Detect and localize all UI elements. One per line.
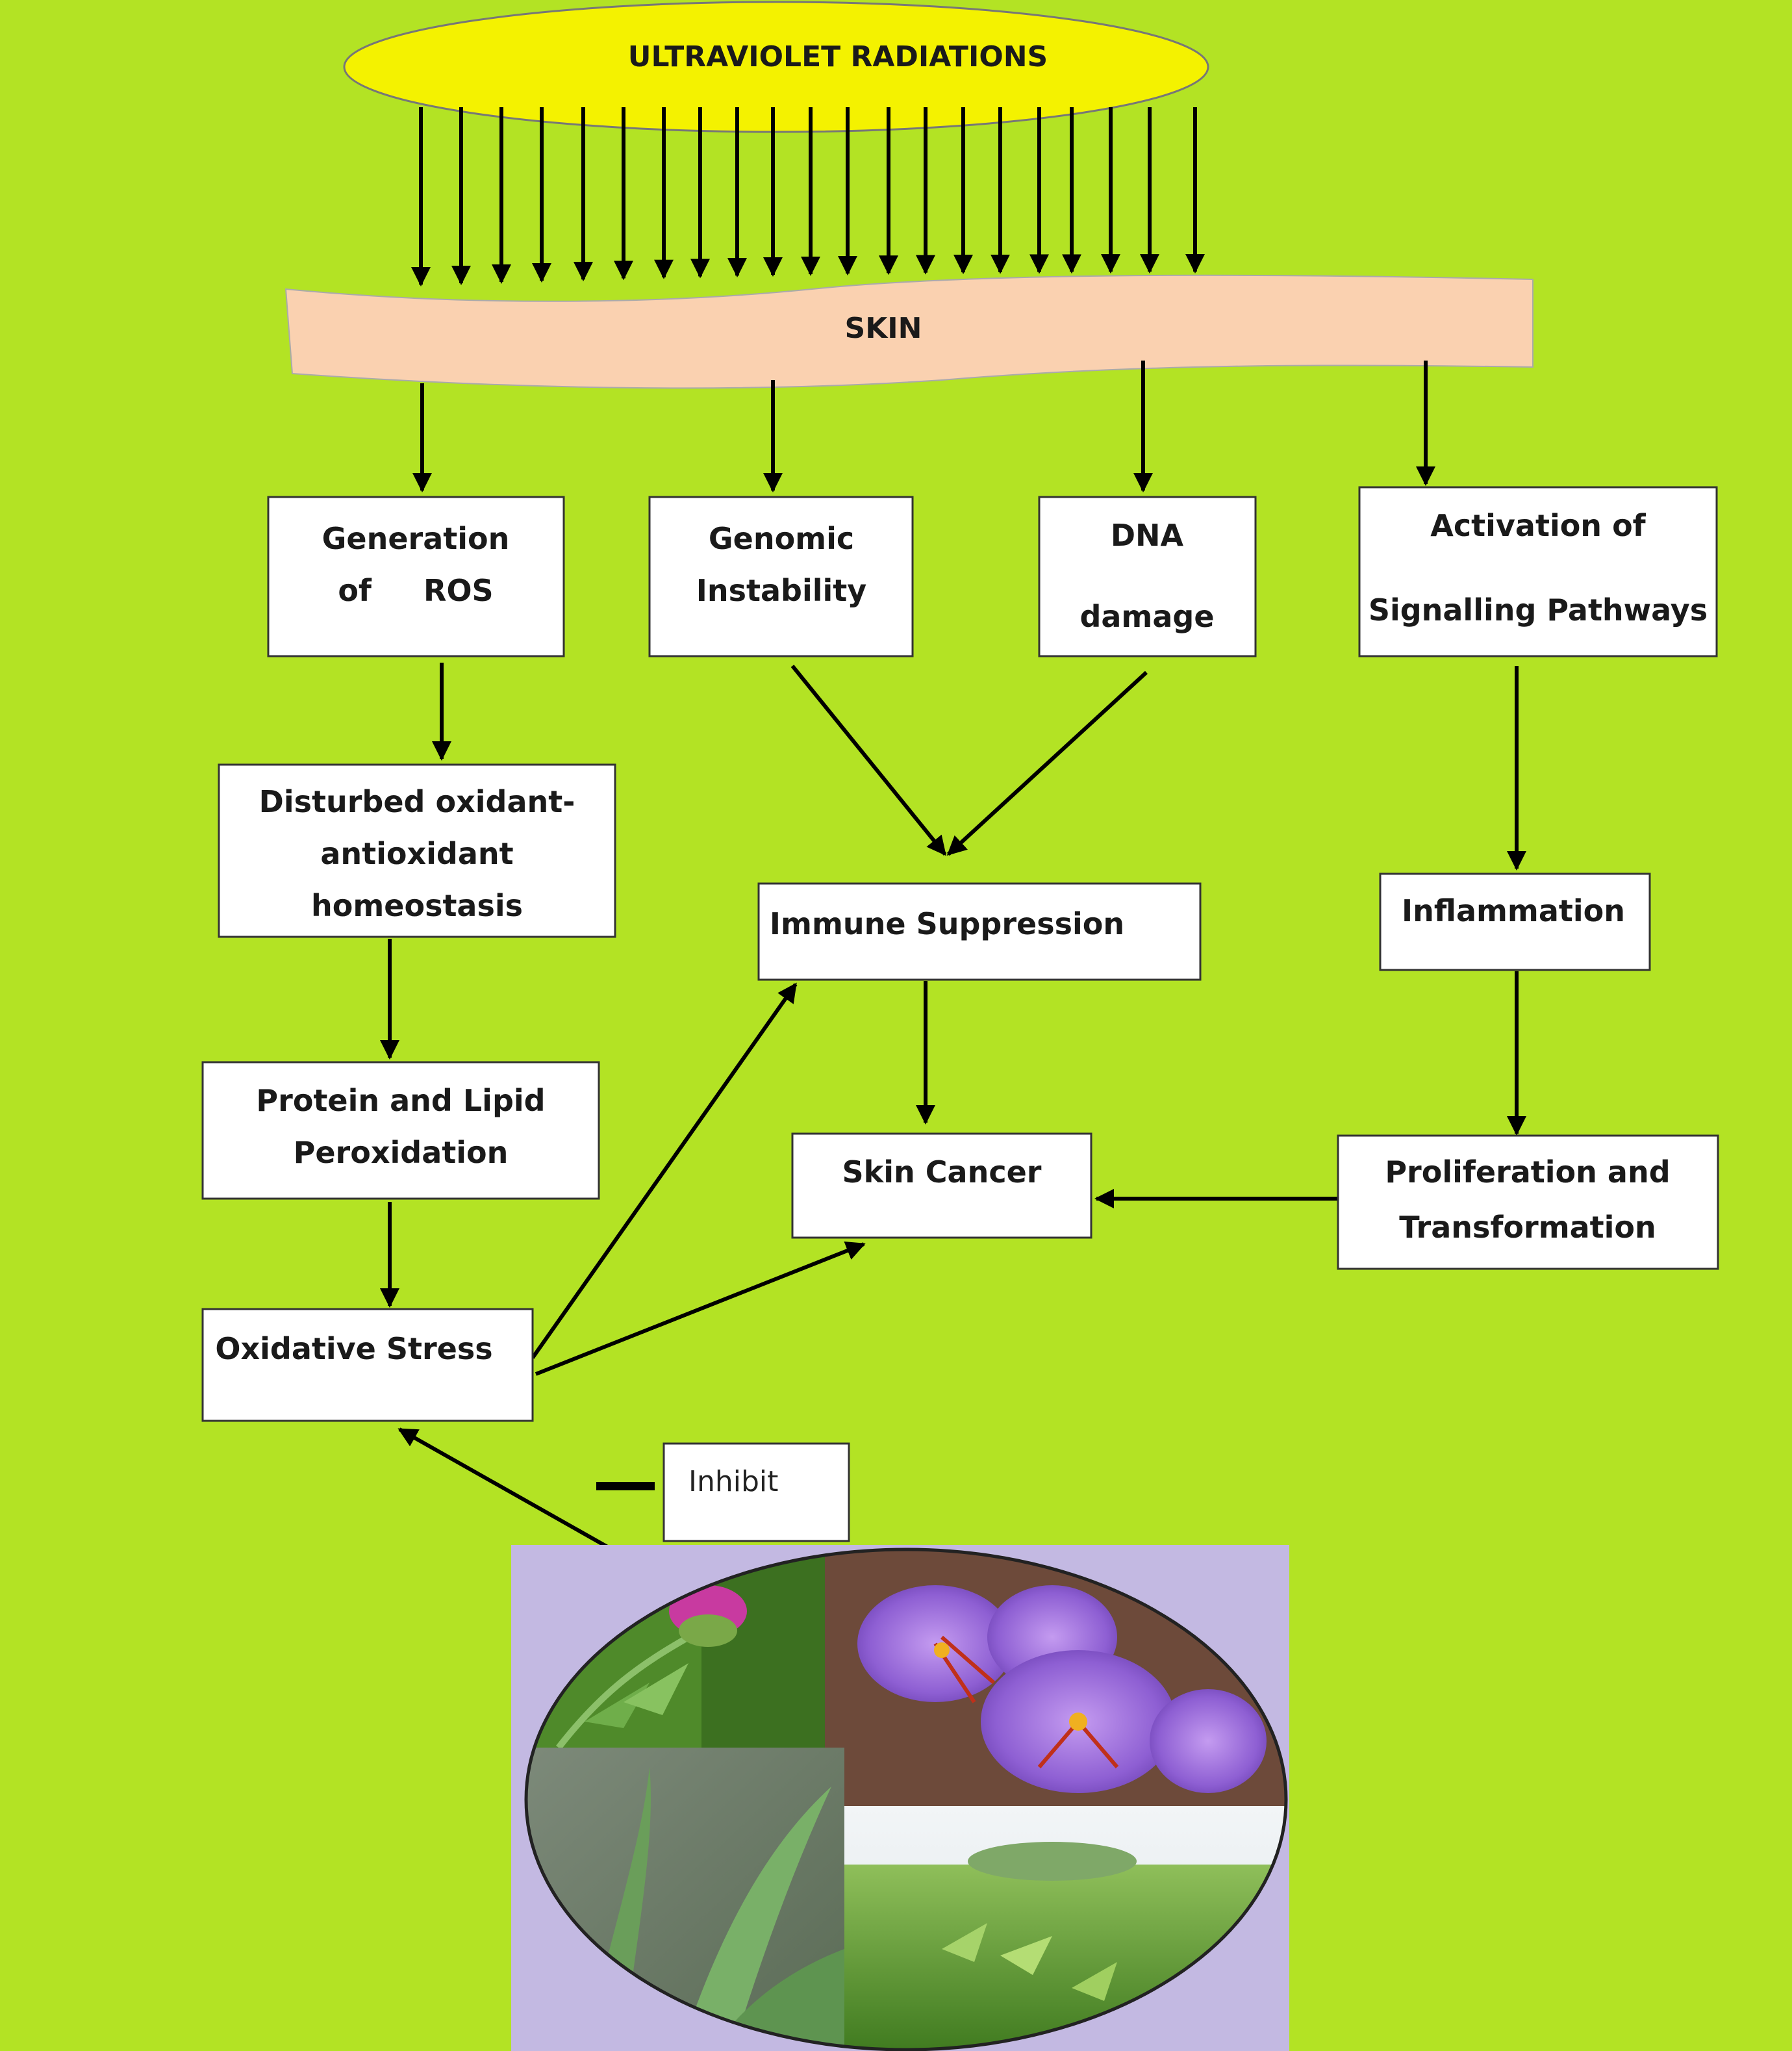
node-skin-cancer: Skin Cancer bbox=[791, 1132, 1092, 1239]
inflammation-label: Inflammation bbox=[1402, 893, 1625, 928]
peroxidation-line-2: Peroxidation bbox=[294, 1135, 509, 1170]
inhibit-bar bbox=[596, 1482, 655, 1490]
box-cancer bbox=[791, 1132, 1092, 1239]
inhibit-callout: Inhibit bbox=[596, 1442, 850, 1542]
arrow-genomic-to-immune bbox=[790, 665, 947, 856]
homeostasis-line-2: antioxidant bbox=[320, 836, 513, 871]
skin-band bbox=[284, 274, 1533, 389]
node-inflammation: Inflammation bbox=[1379, 873, 1651, 971]
homeostasis-line-1: Disturbed oxidant- bbox=[259, 784, 575, 819]
node-oxidative-stress: Oxidative Stress bbox=[201, 1308, 534, 1422]
ros-line-2: of ROS bbox=[338, 573, 493, 608]
inhibit-label: Inhibit bbox=[688, 1465, 778, 1498]
plant-photo-oval-border bbox=[524, 1548, 1288, 2051]
genomic-line-2: Instability bbox=[696, 573, 866, 608]
medicinal-plants-panel bbox=[511, 1545, 1289, 2051]
node-activation-of-signalling: Activation of Signalling Pathways bbox=[1358, 486, 1718, 657]
dna-line-2: damage bbox=[1079, 599, 1214, 634]
node-genomic-instability: Genomic Instability bbox=[648, 496, 914, 657]
dna-line-1: DNA bbox=[1111, 518, 1184, 553]
cancer-label: Skin Cancer bbox=[842, 1154, 1042, 1190]
uv-label: ULTRAVIOLET RADIATIONS bbox=[628, 40, 1048, 73]
box-inhibit bbox=[663, 1442, 850, 1542]
uv-radiation-source: ULTRAVIOLET RADIATIONS bbox=[343, 1, 1209, 133]
arrow-oxidative-to-cancer bbox=[535, 1241, 866, 1376]
proliferation-line-2: Transformation bbox=[1399, 1210, 1656, 1245]
arrow-dna-to-immune bbox=[946, 670, 1148, 856]
box-inflammation bbox=[1379, 873, 1651, 971]
box-genomic bbox=[648, 496, 914, 657]
genomic-line-1: Genomic bbox=[709, 521, 854, 556]
oxidative-label: Oxidative Stress bbox=[215, 1331, 492, 1366]
immune-label: Immune Suppression bbox=[770, 906, 1124, 941]
signalling-line-2: Signalling Pathways bbox=[1369, 592, 1708, 628]
node-immune-suppression: Immune Suppression bbox=[757, 882, 1202, 981]
arrow-oxidative-to-immune bbox=[531, 982, 798, 1359]
aloe-vera-photo bbox=[526, 1748, 844, 2050]
box-peroxidation bbox=[201, 1061, 600, 1200]
box-proliferation bbox=[1337, 1134, 1719, 1270]
box-oxidative bbox=[201, 1308, 534, 1422]
uv-arrows bbox=[411, 107, 1205, 287]
homeostasis-line-3: homeostasis bbox=[311, 888, 523, 923]
tea-plant-photo bbox=[844, 1806, 1286, 2050]
ros-line-1: Generation bbox=[322, 521, 510, 556]
box-immune bbox=[757, 882, 1202, 981]
node-proliferation-transformation: Proliferation and Transformation bbox=[1337, 1134, 1719, 1270]
flow-arrows bbox=[380, 361, 1526, 1600]
peroxidation-line-1: Protein and Lipid bbox=[256, 1083, 545, 1118]
node-dna-damage: DNA damage bbox=[1038, 496, 1257, 657]
skin-label: SKIN bbox=[845, 312, 922, 345]
box-homeostasis bbox=[218, 763, 616, 938]
box-signalling bbox=[1358, 486, 1718, 657]
skin-layer: SKIN bbox=[284, 274, 1533, 389]
uv-ellipse bbox=[343, 1, 1209, 133]
proliferation-line-1: Proliferation and bbox=[1385, 1154, 1670, 1190]
box-dna bbox=[1038, 496, 1257, 657]
node-generation-of-ros: Generation of ROS bbox=[267, 496, 565, 657]
box-ros bbox=[267, 496, 565, 657]
node-protein-lipid-peroxidation: Protein and Lipid Peroxidation bbox=[201, 1061, 600, 1200]
plant-photo-collage bbox=[526, 1549, 1286, 2050]
signalling-line-1: Activation of bbox=[1430, 508, 1646, 543]
node-disturbed-homeostasis: Disturbed oxidant- antioxidant homeostas… bbox=[218, 763, 616, 938]
